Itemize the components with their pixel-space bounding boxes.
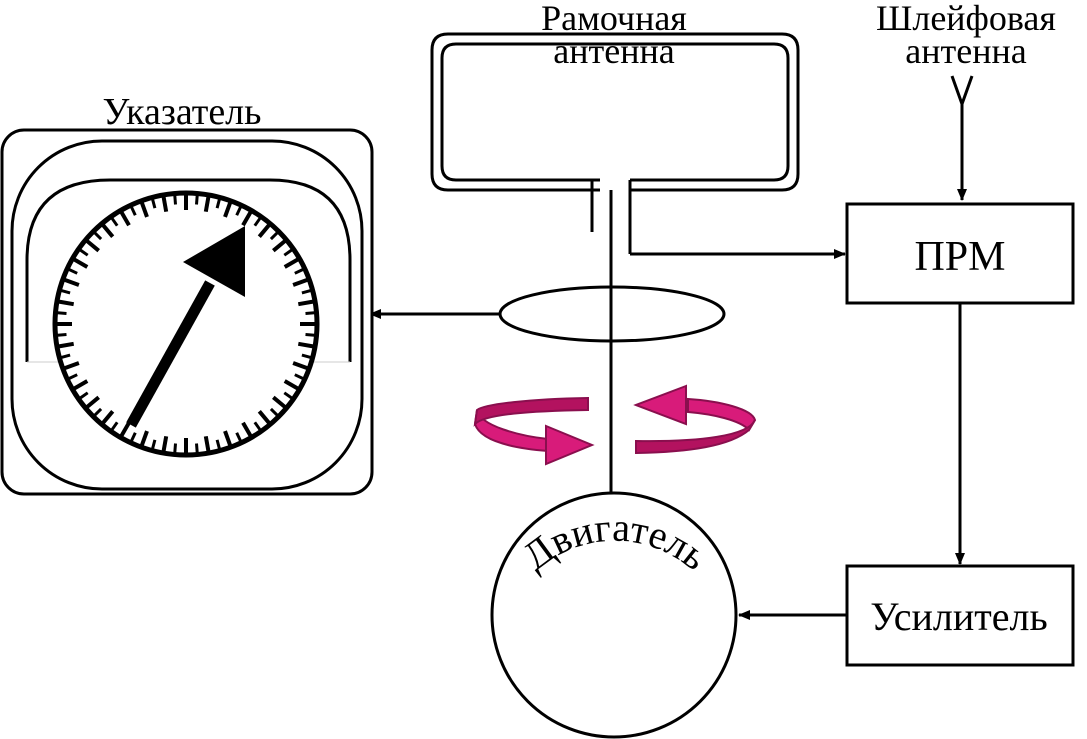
dial-tick: [257, 410, 271, 425]
indicator-bezel-arch: [25, 178, 352, 362]
dial-tick: [203, 196, 211, 213]
dial-tick: [58, 299, 75, 307]
indicator-instrument: [0, 128, 374, 496]
dial-tick: [195, 195, 199, 205]
rotation-arrowhead-back: [633, 384, 687, 426]
wire-antenna-label-line2: антенна: [905, 31, 1026, 71]
dial-tick: [151, 199, 157, 209]
rotation-arrow-front-right: [635, 419, 756, 455]
dial-tick: [64, 278, 80, 287]
dial-tick: [93, 407, 103, 417]
dial-tick: [203, 435, 211, 452]
dial-tick: [57, 333, 67, 337]
motor-circle: [490, 491, 738, 739]
rotation-arrow-back: [687, 397, 757, 432]
dial-tick: [151, 439, 157, 449]
dial-tick: [301, 353, 311, 359]
dial-tick: [223, 430, 232, 446]
loop-antenna: [430, 32, 800, 254]
dial-tick: [110, 421, 119, 431]
dial-tick: [68, 373, 78, 380]
dial-tick: [305, 311, 315, 315]
receiver-label: ПРМ: [914, 234, 1005, 280]
dial-tick: [294, 268, 304, 275]
dial-tick: [130, 432, 137, 442]
indicator-inner-frame: [10, 139, 364, 491]
amplifier-label: Усилитель: [870, 594, 1047, 639]
dial-tick: [64, 361, 80, 370]
indicator-needle: [126, 226, 245, 428]
dial-tick: [140, 202, 149, 218]
dial-tick: [253, 217, 262, 227]
dial-tick: [292, 278, 308, 287]
dial-tick: [101, 410, 115, 425]
dial-tick: [269, 407, 279, 417]
dial-tick: [215, 439, 221, 449]
dial-tick: [130, 206, 137, 216]
dial-tick: [68, 268, 78, 275]
dial-tick: [269, 231, 279, 241]
dial-tick: [297, 341, 314, 349]
dial-tick: [161, 196, 169, 213]
dial-tick: [79, 391, 89, 400]
dial-tick: [58, 341, 75, 349]
antenna-symbol-icon: [950, 75, 974, 201]
dial-tick: [101, 223, 115, 238]
dial-tick: [294, 373, 304, 380]
dial-tick: [119, 421, 131, 437]
dial-tick: [235, 206, 242, 216]
dial-tick: [173, 443, 177, 453]
dial-tick: [283, 248, 293, 257]
dial-tick: [73, 257, 89, 269]
dial-tick: [223, 202, 232, 218]
dial-tick: [283, 391, 293, 400]
loop-antenna-label-line2: антенна: [553, 31, 674, 71]
dial-tick: [161, 435, 169, 452]
loop-antenna-label-line1: Рамочная: [541, 0, 687, 38]
dial-tick: [119, 211, 131, 227]
dial-tick: [257, 223, 271, 238]
dial-tick: [272, 395, 287, 409]
loop-antenna-inner: [440, 42, 790, 182]
dial-tick: [195, 443, 199, 453]
wire-antenna-label-line1: Шлейфовая: [876, 0, 1056, 38]
dial-tick: [272, 239, 287, 253]
dial-tick: [283, 379, 299, 391]
dial-tick: [173, 195, 177, 205]
dial-tick: [241, 421, 253, 437]
dial-tick: [140, 430, 149, 446]
dial-tick: [241, 211, 253, 227]
dial-tick: [93, 231, 103, 241]
dial-tick: [305, 333, 315, 337]
receiver-box: [845, 202, 1075, 305]
dial-tick: [110, 217, 119, 227]
amplifier-box: [845, 564, 1075, 667]
dial-tick: [61, 353, 71, 359]
dial-tick: [79, 248, 89, 257]
dial-tick: [301, 289, 311, 295]
dial-tick: [253, 421, 262, 431]
dial-tick: [73, 379, 89, 391]
curved-rotation-arrows-icon: [473, 384, 757, 466]
dial-tick: [235, 432, 242, 442]
dial-tick: [283, 257, 299, 269]
indicator-label: Указатель: [103, 91, 262, 133]
rotation-arrow-back-left: [473, 396, 589, 427]
dial-tick: [292, 361, 308, 370]
dial-tick: [215, 199, 221, 209]
dial-tick: [297, 299, 314, 307]
dial-tick: [57, 311, 67, 315]
rotation-arrowhead-front: [545, 424, 595, 466]
dial-tick: [85, 239, 100, 253]
dial-tick: [85, 395, 100, 409]
loop-antenna-outer: [430, 32, 800, 192]
dial-tick: [61, 289, 71, 295]
